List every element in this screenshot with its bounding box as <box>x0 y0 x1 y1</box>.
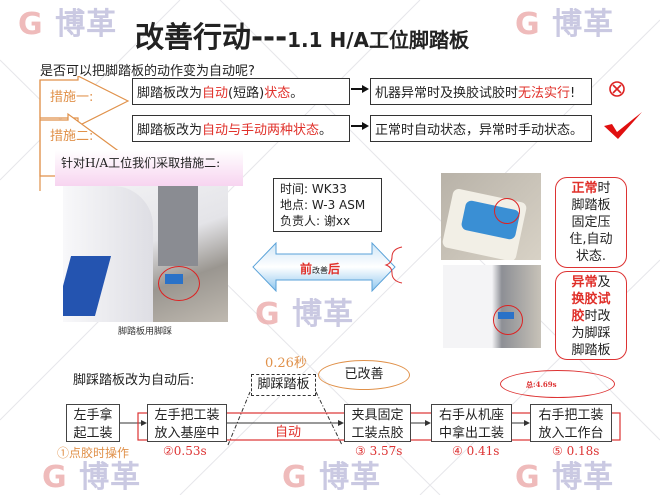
auto-pedal-photo <box>441 173 541 260</box>
step-2-label: ②0.53s <box>163 444 207 458</box>
photo-caption: 脚踏板用脚踩 <box>118 327 173 337</box>
measure-2-label: 措施二: <box>50 129 94 144</box>
foot-pedal-photo <box>63 186 228 322</box>
measure-note: 针对H/A工位我们采取措施二: <box>55 150 243 186</box>
watermark-logo: G 博革 <box>42 460 142 495</box>
step-1-label: ①点胶时操作 <box>57 446 130 460</box>
improved-bubble: 已改善 <box>318 360 410 390</box>
page-title: 改善行动---1.1 H/A工位脚踏板 <box>135 20 470 54</box>
x-circle-icon <box>609 81 625 97</box>
process-step-3: 夹具固定工装点胶 <box>344 404 411 442</box>
before-after-label: 前改善后 <box>300 262 341 276</box>
step-4-label: ④ 0.41s <box>452 444 500 458</box>
manual-pedal-photo <box>443 265 541 348</box>
step-5-label: ⑤ 0.18s <box>552 444 600 458</box>
callout-normal: 正常时 脚踏板固定压住,自动状态. <box>555 177 627 268</box>
brace-icon <box>384 246 403 284</box>
process-heading: 脚踩踏板改为自动后: <box>73 373 195 388</box>
pedal-box: 脚踩踏板 <box>251 374 316 396</box>
measure-1-box: 脚踏板改为自动(短路)状态。 <box>132 78 350 105</box>
watermark-logo: G 博革 <box>515 7 615 42</box>
auto-label: 自动 <box>275 425 302 440</box>
measure-1-result: 机器异常时及换胶试胶时无法实行! <box>370 78 592 105</box>
check-icon <box>604 112 642 139</box>
process-step-2: 左手把工装放入基座中 <box>147 404 227 442</box>
watermark-logo: G 博革 <box>282 460 382 495</box>
info-place: 地点: W-3 ASM <box>280 198 366 212</box>
step-3-label: ③ 3.57s <box>355 444 403 458</box>
total-time: 总:4.69s <box>500 370 615 398</box>
arrow-icon <box>351 85 369 130</box>
info-owner: 负责人: 谢xx <box>280 214 351 228</box>
measure-2-box: 脚踏板改为自动与手动两种状态。 <box>132 115 350 142</box>
watermark-logo: G 博革 <box>18 7 118 42</box>
watermark-logo: G 博革 <box>515 460 615 495</box>
info-time: 时间: WK33 <box>280 182 347 196</box>
process-step-1: 左手拿起工装 <box>66 404 120 442</box>
measure-1-label: 措施一: <box>50 90 94 105</box>
measure-2-result: 正常时自动状态，异常时手动状态。 <box>370 115 592 142</box>
pedal-time: 0.26秒 <box>265 356 307 371</box>
watermark-logo: G 博革 <box>255 297 355 332</box>
process-step-5: 右手把工装放入工作台 <box>530 404 612 442</box>
process-step-4: 右手从机座中拿出工装 <box>431 404 512 442</box>
info-box: 时间: WK33 地点: W-3 ASM 负责人: 谢xx <box>273 178 382 232</box>
callout-abnormal: 异常及 换胶试 胶时改 为脚踩脚踏板 <box>555 271 627 360</box>
question-text: 是否可以把脚踏板的动作变为自动呢? <box>40 64 255 79</box>
before-after-arrow <box>252 242 396 292</box>
